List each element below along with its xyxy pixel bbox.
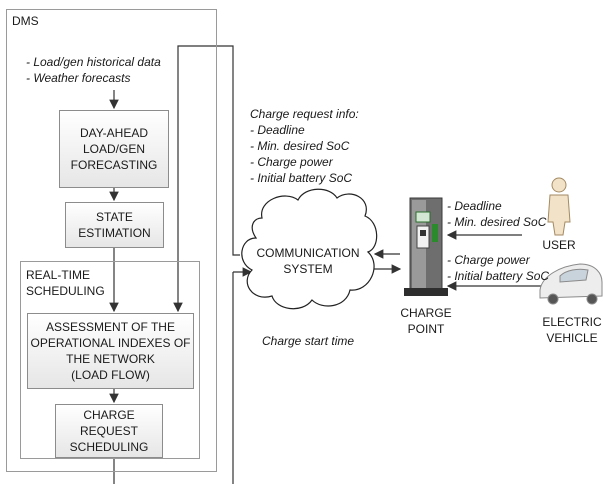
charge-request-scheduling-box: CHARGE REQUEST SCHEDULING [55,404,163,458]
user-input-deadline: - Deadline [447,199,502,213]
ev-input-initial-soc: - Initial battery SoC [447,269,550,283]
dms-input-weather: - Weather forecasts [26,71,131,85]
charge-start-time-label: Charge start time [262,334,355,348]
charge-request-info-deadline: - Deadline [250,123,305,137]
assessment-box: ASSESSMENT OF THE OPERATIONAL INDEXES OF… [27,313,194,389]
dms-panel [6,9,217,472]
user-input-min-soc: - Min. desired SoC [447,215,547,229]
electric-vehicle-label: ELECTRIC VEHICLE [542,315,602,345]
ev-input-charge-power: - Charge power [447,253,530,267]
user-label: USER [542,238,576,252]
dms-title: DMS [12,14,39,28]
charge-request-info-initial-soc: - Initial battery SoC [250,171,353,185]
charge-point-icon [404,197,448,296]
forecasting-box: DAY-AHEAD LOAD/GEN FORECASTING [59,110,169,188]
state-estimation-box: STATE ESTIMATION [65,202,164,248]
communication-system-label: COMMUNICATION SYSTEM [256,246,360,276]
charge-request-info-power: - Charge power [250,155,333,169]
realtime-scheduling-panel [20,261,200,459]
charge-request-info-min-soc: - Min. desired SoC [250,139,350,153]
charge-point-label: CHARGE POINT [400,306,452,336]
arrow-comm-to-assessment [173,45,240,313]
communication-cloud [241,188,378,310]
dms-input-historical: - Load/gen historical data [26,55,161,69]
realtime-scheduling-title: REAL-TIME SCHEDULING [26,268,105,298]
user-icon [547,177,571,236]
vehicle-icon [539,263,603,305]
charge-request-info-title: Charge request info: [250,107,359,121]
